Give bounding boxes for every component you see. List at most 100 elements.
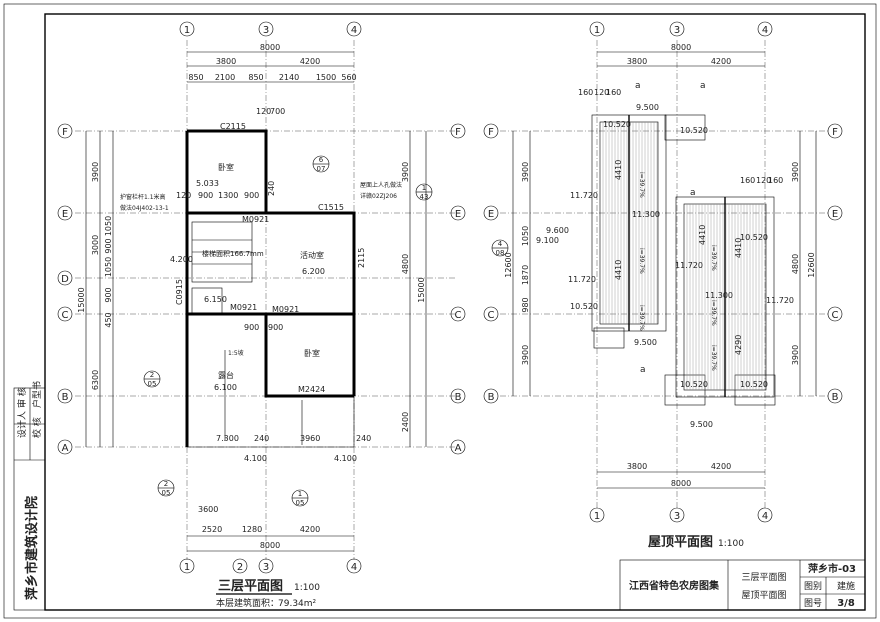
axis-label: C <box>832 310 839 321</box>
institute-name: 萍乡市建筑设计院 <box>24 496 40 600</box>
dim-text: 1280 <box>242 525 262 534</box>
svg-text:1: 1 <box>422 184 426 192</box>
elevation-text: 4.200 <box>170 255 193 264</box>
area-value: 79.34m² <box>278 599 317 609</box>
sign-label: 审 核 <box>16 387 28 408</box>
elevation-text: 10.520 <box>680 126 708 135</box>
axis-label: 4 <box>762 511 768 522</box>
axis-label: B <box>832 392 839 403</box>
dim-total: 12600 <box>807 252 816 277</box>
elevation-text: 9.500 <box>634 338 657 347</box>
dim-text: 160 <box>740 176 755 185</box>
elevation-text: 4.100 <box>244 454 267 463</box>
dim-text: 3900 <box>521 162 530 182</box>
axis-bubble <box>179 21 195 37</box>
drawing-title: 屋顶平面图 <box>648 535 713 550</box>
axis-bubbles-bottom: 1 2 3 4 <box>179 558 362 574</box>
grid-lines <box>500 40 830 510</box>
axis-label: E <box>62 209 68 220</box>
axis-label: 4 <box>762 25 768 36</box>
project-code: 萍乡市-03 <box>808 562 856 575</box>
axis-label: D <box>61 274 69 285</box>
axis-bubbles-top: 1 3 4 <box>179 21 362 37</box>
room-name: 露台 <box>218 370 234 380</box>
bottom-dimensions: 3800 4200 8000 <box>597 462 765 489</box>
sign-label: 户型书 <box>31 381 43 408</box>
detail-callout: 1 43 <box>415 183 433 201</box>
slope-text: i=39.7% <box>710 245 717 271</box>
dim-total: 8000 <box>671 43 691 52</box>
axis-label: 3 <box>263 562 269 573</box>
elevation-text: 9.500 <box>690 420 713 429</box>
axis-bubbles-top: 1 3 4 <box>589 21 773 37</box>
section-mark: a <box>640 365 646 375</box>
dim-text: 1050 <box>104 257 113 277</box>
svg-text:4: 4 <box>498 240 503 248</box>
note-text: 做法04J402-13-1 <box>120 204 169 212</box>
dim-total: 8000 <box>671 479 691 488</box>
dim-text: 1870 <box>521 265 530 285</box>
number-value: 3/8 <box>837 598 855 609</box>
axis-label: C <box>488 310 495 321</box>
elevation-text: 9.500 <box>636 103 659 112</box>
dim-text: 3800 <box>216 57 236 66</box>
dim-text: 160 <box>768 176 783 185</box>
detail-callout: 2 05 <box>143 370 161 388</box>
dim-text: 120 <box>756 176 771 185</box>
elevation-text: 11.300 <box>705 291 733 300</box>
grid-lines <box>75 40 455 560</box>
svg-text:05: 05 <box>162 489 171 497</box>
elevation-text: 4.100 <box>334 454 357 463</box>
elevation-text: 10.520 <box>740 380 768 389</box>
right-dimensions: 3900 4800 2400 15000 <box>401 131 427 447</box>
left-dimensions: 15000 3900 3000 1050 900 1050 900 450 63… <box>77 131 114 447</box>
svg-text:2: 2 <box>150 371 154 379</box>
dim-total: 8000 <box>260 43 280 52</box>
dim-text: 120 <box>176 191 191 200</box>
detail-callout: 6 07 <box>312 155 330 173</box>
dim-text: 900 <box>104 287 113 302</box>
dim-text: 850 <box>248 73 263 82</box>
elevation-text: 11.720 <box>766 296 794 305</box>
elevation-text: 11.720 <box>675 261 703 270</box>
dim-text: 4200 <box>300 57 320 66</box>
dim-total: 8000 <box>260 541 280 550</box>
svg-text:05: 05 <box>148 380 157 388</box>
axis-label: F <box>62 127 68 138</box>
dim-text: 900 <box>244 191 259 200</box>
axis-label: 3 <box>674 25 680 36</box>
dim-text: 160 <box>578 88 593 97</box>
dim-total: 15000 <box>417 277 426 302</box>
room-name: 卧室 <box>304 348 320 358</box>
dim-text: 2100 <box>215 73 235 82</box>
drawing-scale: 1:100 <box>294 583 320 593</box>
top-dimensions: 8000 3800 4200 <box>597 43 765 67</box>
dim-text: 980 <box>521 297 530 312</box>
door-label: M0921 <box>230 303 257 312</box>
area-label: 本层建筑面积： <box>216 597 279 609</box>
elevation-text: 11.720 <box>570 191 598 200</box>
axis-label: F <box>455 127 461 138</box>
dim-total: 15000 <box>77 287 86 312</box>
note-text: 护窗栏杆1.1米高 <box>120 193 166 201</box>
roof-plan: 1 3 4 1 3 4 F E C B F E C B 8000 3800 42… <box>483 21 843 550</box>
dim-text: 2115 <box>357 248 366 268</box>
axis-label: 3 <box>263 25 269 36</box>
axis-label: 1 <box>184 25 190 36</box>
axis-label: B <box>62 392 69 403</box>
section-mark: a <box>690 188 696 198</box>
elevation-text: 6.100 <box>214 383 237 392</box>
axis-label: E <box>488 209 494 220</box>
dim-total: 12600 <box>504 252 513 277</box>
dim-text: 4410 <box>614 260 623 280</box>
walls <box>185 129 356 448</box>
dim-text: 2140 <box>279 73 299 82</box>
dim-text: 6300 <box>91 370 100 390</box>
dim-text: 4410 <box>614 160 623 180</box>
room-name: 卧室 <box>218 162 234 172</box>
detail-callout: 2 05 <box>157 479 175 497</box>
axis-label: C <box>62 310 69 321</box>
window-label: C1515 <box>318 203 344 212</box>
dim-text: 3900 <box>521 345 530 365</box>
drawing-name: 三层平面图 <box>741 572 786 583</box>
